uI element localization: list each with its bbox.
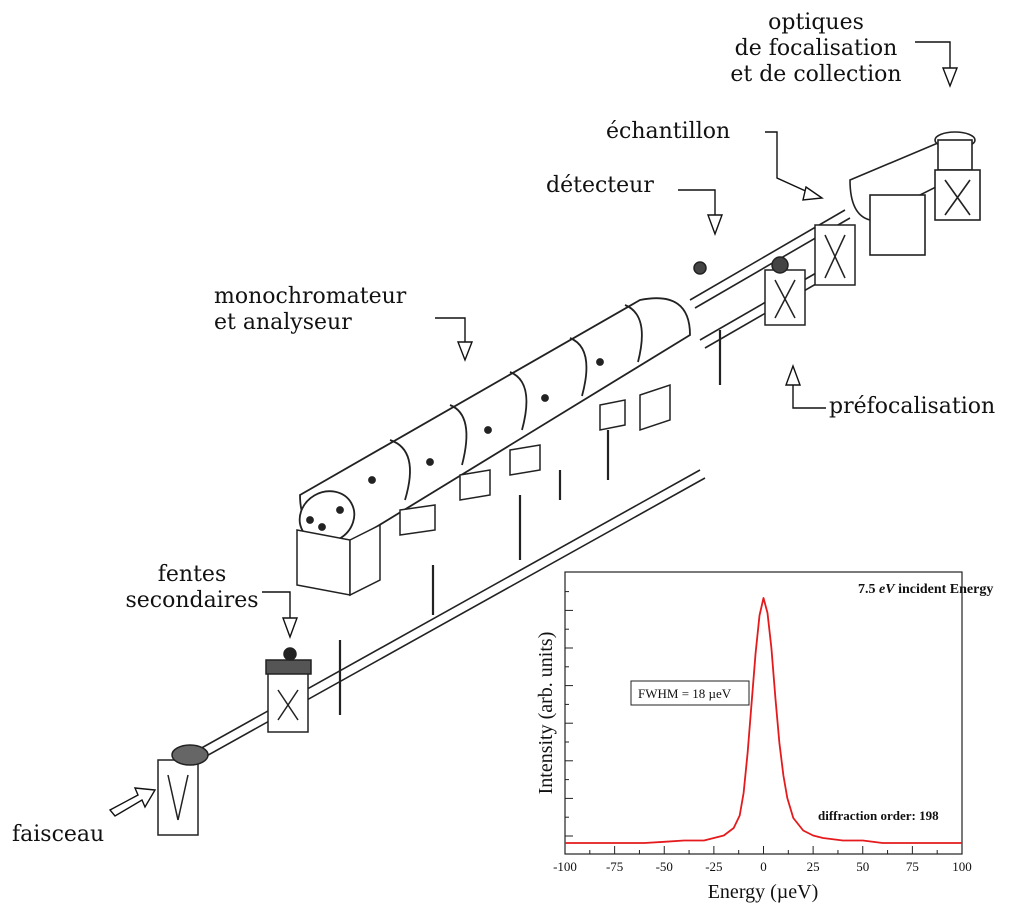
prefocus-assembly: [693, 224, 856, 326]
label-monochromateur: monochromateur et analyseur: [214, 284, 406, 336]
tank-base: [296, 383, 671, 597]
label-faisceau: faisceau: [12, 822, 105, 847]
label-monochromateur-line2: et analyseur: [214, 310, 352, 335]
plot-frame: [564, 571, 963, 855]
x-tick-label: 0: [760, 859, 767, 874]
arrow-detecteur-icon: [706, 214, 724, 237]
y-axis-label: Intensity (arb. units): [535, 632, 557, 795]
secondary-slits: [265, 647, 312, 733]
label-optiques-line1: optiques: [768, 10, 864, 35]
arrow-prefocalisation-icon: [784, 363, 802, 386]
x-tick-label: -50: [656, 859, 673, 874]
y-axis: [565, 591, 573, 837]
fwhm-box: [630, 680, 750, 706]
arrow-fentes-icon: [281, 617, 299, 640]
support-legs: [338, 330, 722, 715]
x-tick-label: 100: [952, 859, 972, 874]
label-arrows: [108, 41, 959, 817]
arrow-faisceau-icon: [108, 787, 157, 817]
beam-pipe-lower: [179, 469, 701, 761]
arrow-echantillon-icon: [802, 185, 824, 201]
x-tick-label: 50: [856, 859, 869, 874]
x-axis: -100 -75 -50 -25 0 25 50 75 100: [553, 846, 972, 874]
x-tick-label: -25: [705, 859, 722, 874]
label-fentes-line1: fentes: [157, 562, 227, 587]
fwhm-label: FWHM = 18 µeV: [638, 686, 732, 701]
label-monochromateur-line1: monochromateur: [214, 284, 407, 309]
arrow-optiques-icon: [941, 67, 959, 88]
x-tick-label: 75: [906, 859, 919, 874]
entrance-stand: [157, 744, 209, 836]
label-fentes-line2: secondaires: [125, 588, 259, 613]
collection-chamber: [849, 131, 981, 256]
label-prefocalisation: préfocalisation: [829, 394, 996, 419]
label-optiques: optiques de focalisation et de collectio…: [716, 10, 916, 88]
series-line: [565, 597, 962, 844]
label-detecteur: détecteur: [546, 173, 654, 198]
x-tick-label: 25: [807, 859, 820, 874]
diffraction-order-label: diffraction order: 198: [818, 808, 939, 823]
series-layer: [565, 597, 962, 844]
label-optiques-line3: et de collection: [730, 62, 902, 87]
arrow-monochromateur-icon: [456, 341, 474, 362]
monochromator-tank: [298, 297, 691, 544]
inset-title: 7.5 eV incident Energy: [858, 582, 993, 597]
label-echantillon: échantillon: [606, 119, 731, 144]
x-axis-label: Energy (µeV): [708, 881, 819, 903]
x-tick-label: -100: [553, 859, 577, 874]
x-tick-label: -75: [606, 859, 623, 874]
inset-chart: -100 -75 -50 -25 0 25 50 75 100 7.5 eV incident …: [535, 571, 993, 903]
label-fentes: fentes secondaires: [122, 562, 262, 614]
label-optiques-line2: de focalisation: [734, 36, 898, 61]
